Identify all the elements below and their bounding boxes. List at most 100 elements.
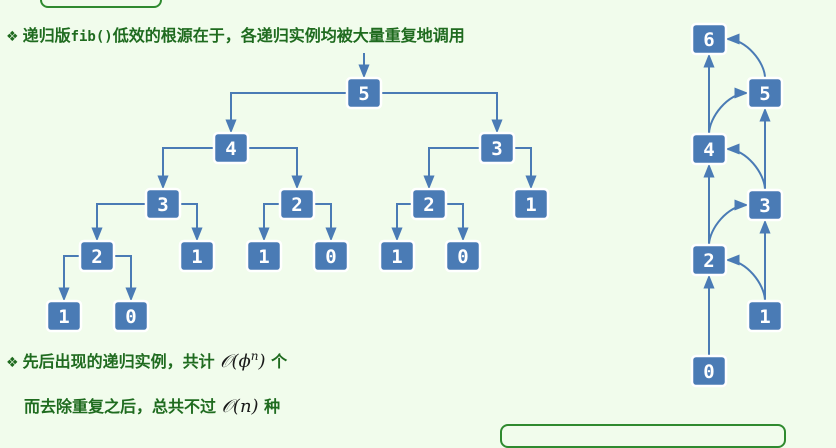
tree-node-label: 1 bbox=[525, 194, 536, 216]
tree-node-box bbox=[378, 239, 416, 273]
tree-node-label: 1 bbox=[258, 246, 269, 268]
dag-node-d2: 2 bbox=[690, 243, 728, 277]
dag-edge-d3-d4 bbox=[725, 143, 766, 191]
tree-node-box bbox=[78, 239, 116, 273]
statement-line-3: 而去除重复之后，总共不过 𝒪(n) 种 bbox=[24, 393, 280, 417]
diamond-bullet-icon: ❖ bbox=[6, 29, 19, 45]
dag-node-label: 5 bbox=[759, 83, 770, 105]
tree-node-box bbox=[410, 187, 448, 221]
dag-node-d6: 6 bbox=[690, 22, 728, 56]
line2-post: 个 bbox=[271, 352, 288, 371]
tree-edge-t3a-t1b bbox=[180, 203, 203, 242]
tree-edge-t3b-t1e bbox=[514, 147, 537, 190]
tree-node-t1b: 1 bbox=[178, 239, 216, 273]
tree-edge-t2c-t1d bbox=[391, 203, 412, 242]
tree-node-box bbox=[245, 239, 283, 273]
memo-dag-nodes: 0 1 2 3 4 5 6 bbox=[690, 22, 784, 388]
dag-node-label: 1 bbox=[759, 306, 770, 328]
tree-node-label: 1 bbox=[191, 246, 202, 268]
dag-node-d4: 4 bbox=[690, 132, 728, 166]
tree-node-t4: 4 bbox=[212, 131, 250, 165]
dag-node-d3: 3 bbox=[746, 188, 784, 222]
dag-node-d5: 5 bbox=[746, 76, 784, 110]
dag-node-label: 4 bbox=[703, 139, 714, 161]
dag-node-d0: 0 bbox=[690, 354, 728, 388]
tree-node-label: 1 bbox=[391, 246, 402, 268]
memo-dag-edges bbox=[703, 33, 771, 356]
tree-edge-t4-t2b bbox=[248, 147, 303, 190]
tree-edge-t2b-t1c bbox=[258, 203, 280, 242]
dag-node-box bbox=[746, 188, 784, 222]
tree-node-t1d: 1 bbox=[378, 239, 416, 273]
dag-node-box bbox=[746, 299, 784, 333]
tree-node-t3a: 3 bbox=[144, 187, 182, 221]
tree-node-label: 3 bbox=[157, 194, 168, 216]
tree-node-label: 3 bbox=[491, 138, 502, 160]
dag-edge-d4-d5 bbox=[708, 87, 749, 135]
recursion-tree-edges bbox=[58, 53, 537, 302]
tree-node-label: 2 bbox=[291, 194, 302, 216]
tree-node-t0b: 0 bbox=[312, 239, 350, 273]
tree-node-t1c: 1 bbox=[245, 239, 283, 273]
tree-edge-t5-t3b bbox=[381, 92, 503, 134]
bottom-frame-decoration bbox=[500, 424, 786, 448]
dag-node-box bbox=[690, 243, 728, 277]
dag-node-label: 2 bbox=[703, 250, 714, 272]
tree-node-box bbox=[478, 131, 516, 165]
line1-post: 低效的根源在于，各递归实例均被大量重复地调用 bbox=[112, 26, 465, 45]
tree-node-label: 0 bbox=[325, 246, 336, 268]
tree-node-t3b: 3 bbox=[478, 131, 516, 165]
tree-node-label: 2 bbox=[91, 246, 102, 268]
tree-edge-t2a-t0a bbox=[114, 255, 137, 302]
dag-edge-d2-d3 bbox=[708, 199, 749, 246]
diamond-bullet-icon: ❖ bbox=[6, 355, 19, 371]
line1-pre: 递归版 bbox=[22, 26, 71, 45]
big-o-phi-n: 𝒪(ϕn) bbox=[220, 349, 266, 372]
dag-node-box bbox=[690, 354, 728, 388]
dag-node-box bbox=[690, 132, 728, 166]
tree-node-box bbox=[345, 76, 383, 110]
tree-node-box bbox=[144, 187, 182, 221]
tree-node-box bbox=[444, 239, 482, 273]
tree-node-label: 1 bbox=[58, 306, 69, 328]
fib-diagrams: 5 4 3 3 2 2 2 1 1 1 1 1 0 0 0 0 1 2 3 4 5 6 bbox=[45, 22, 784, 388]
tree-node-box bbox=[45, 299, 83, 333]
dag-node-box bbox=[690, 22, 728, 56]
tree-node-t2c: 2 bbox=[410, 187, 448, 221]
tree-node-label: 4 bbox=[225, 138, 236, 160]
tree-node-t5: 5 bbox=[345, 76, 383, 110]
tree-node-label: 0 bbox=[125, 306, 136, 328]
tree-node-box bbox=[278, 187, 316, 221]
tree-node-box bbox=[512, 187, 550, 221]
tree-node-label: 5 bbox=[358, 83, 369, 105]
line3-pre: 而去除重复之后，总共不过 bbox=[24, 397, 217, 416]
tree-node-t2a: 2 bbox=[78, 239, 116, 273]
tree-edge-t3a-t2a bbox=[91, 203, 146, 242]
line1-code: fib() bbox=[70, 29, 113, 45]
line3-post: 种 bbox=[264, 397, 281, 416]
dag-edge-d5-d6 bbox=[725, 33, 766, 79]
tree-node-t1a: 1 bbox=[45, 299, 83, 333]
tree-node-t0a: 0 bbox=[112, 299, 150, 333]
recursion-tree-nodes: 5 4 3 3 2 2 2 1 1 1 1 1 0 0 0 bbox=[45, 76, 550, 333]
big-o-n: 𝒪(n) bbox=[221, 396, 259, 417]
tree-node-box bbox=[212, 131, 250, 165]
tree-node-t1e: 1 bbox=[512, 187, 550, 221]
dag-node-label: 6 bbox=[703, 29, 714, 51]
statement-line-1: ❖递归版fib()低效的根源在于，各递归实例均被大量重复地调用 bbox=[6, 22, 465, 46]
tree-edge-t3b-t2c bbox=[423, 147, 480, 190]
dag-node-label: 0 bbox=[703, 361, 714, 383]
tree-edge-t2a-t1a bbox=[58, 255, 80, 302]
tree-node-t0c: 0 bbox=[444, 239, 482, 273]
tree-node-t2b: 2 bbox=[278, 187, 316, 221]
dag-node-box bbox=[746, 76, 784, 110]
tree-edge-t5-t4 bbox=[225, 92, 347, 134]
line2-pre: 先后出现的递归实例，共计 bbox=[22, 352, 215, 371]
tree-node-box bbox=[112, 299, 150, 333]
tree-edge-t2b-t0b bbox=[314, 203, 337, 242]
statement-line-2: ❖先后出现的递归实例，共计 𝒪(ϕn) 个 bbox=[6, 348, 287, 372]
tree-edge-t2c-t0c bbox=[446, 203, 469, 242]
tree-edge-t4-t3a bbox=[157, 147, 214, 190]
tree-node-box bbox=[312, 239, 350, 273]
dag-edge-d1-d2 bbox=[725, 254, 766, 302]
